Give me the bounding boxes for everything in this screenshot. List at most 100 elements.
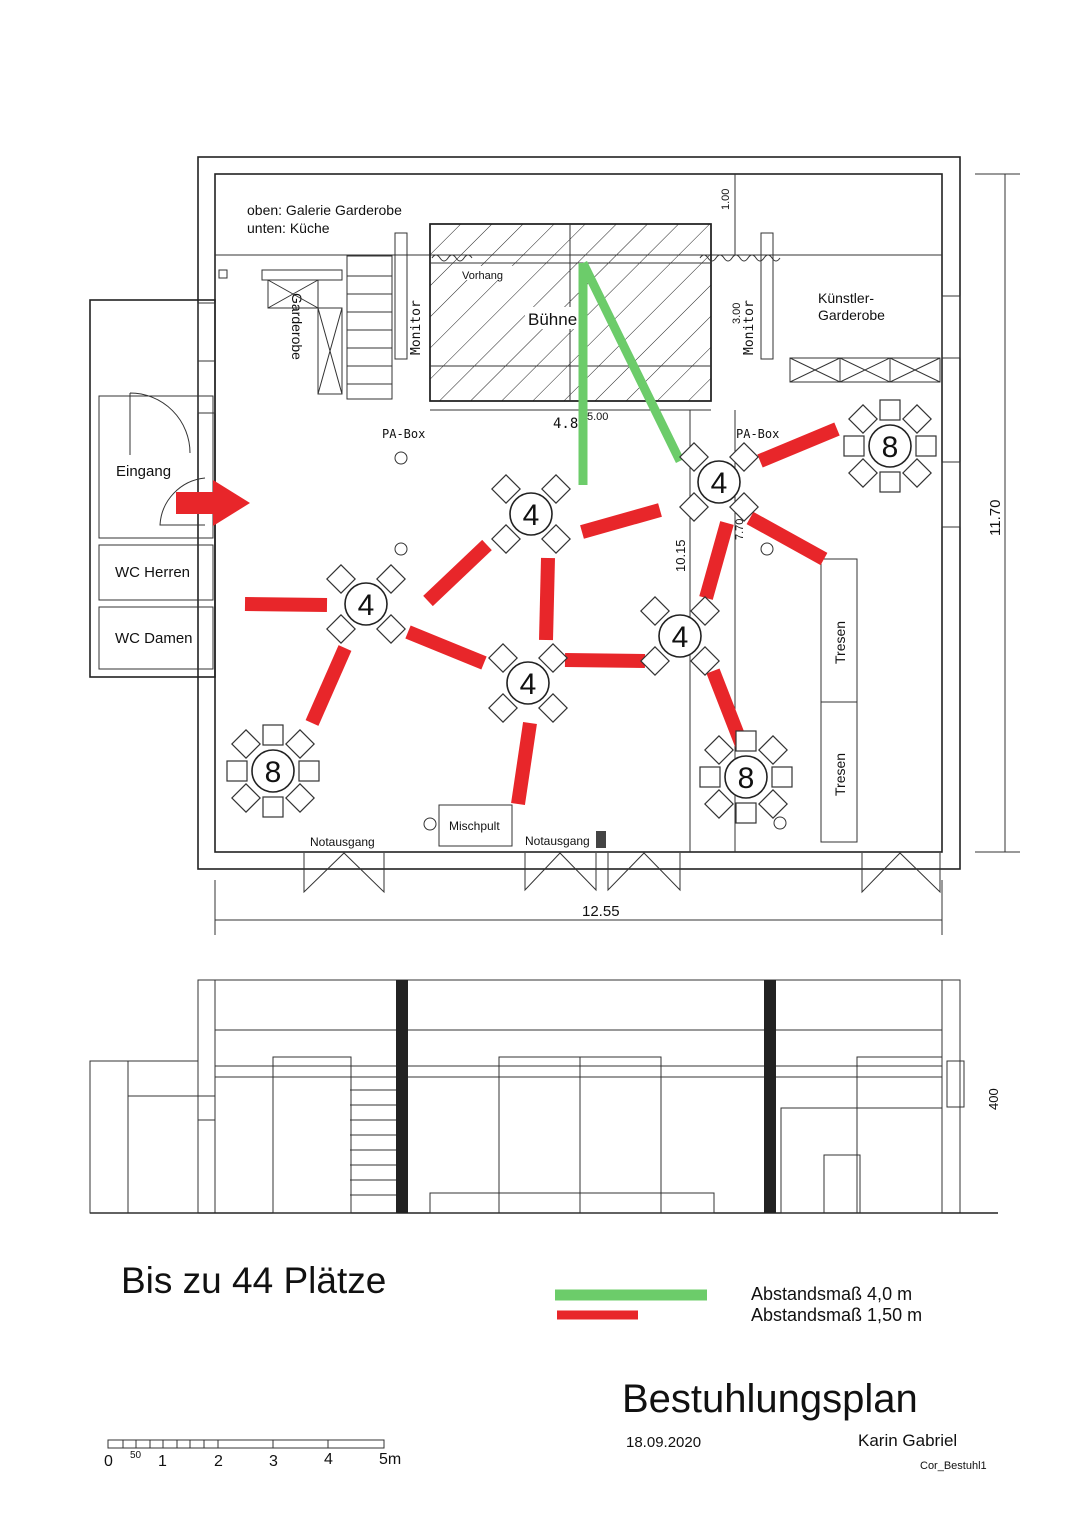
chair (491, 524, 521, 554)
chair (326, 614, 356, 644)
chair (376, 614, 406, 644)
height-dim-label: 11.70 (987, 500, 1004, 536)
chair (640, 646, 670, 676)
annex-rooms (89, 299, 216, 678)
bar-label-top: Tresen (832, 621, 848, 664)
scale-label-1: 1 (158, 1453, 167, 1470)
section-view: 400 (89, 979, 1001, 1214)
gallery-label-1: oben: Galerie Garderobe (247, 202, 402, 218)
red-marker (580, 503, 662, 539)
artist-cloakroom-2: Garderobe (818, 307, 885, 323)
monitor-right-label: Monitor (742, 300, 757, 355)
chair (231, 729, 261, 759)
table-4-seats: 4 (491, 474, 571, 554)
red-marker (539, 557, 555, 641)
wc-women-label: WC Damen (115, 630, 193, 647)
table-top (251, 749, 295, 793)
section-stairs (350, 1089, 396, 1196)
chair (298, 760, 320, 782)
table-4-seats: 4 (488, 643, 568, 723)
chair (902, 458, 932, 488)
red-marker (423, 539, 492, 607)
table-seat-count: 8 (265, 756, 282, 789)
entrance-arrow-icon (176, 480, 250, 526)
red-marker (564, 653, 646, 668)
chair (285, 729, 315, 759)
chair (704, 789, 734, 819)
scale-label-50: 50 (130, 1450, 142, 1461)
red-marker (511, 721, 537, 806)
wc-men-label: WC Herren (115, 564, 190, 581)
red-marker (305, 645, 352, 726)
scale-label-0: 0 (104, 1453, 113, 1470)
staircase (346, 255, 393, 400)
rack (789, 357, 941, 383)
monitor-left-label: Monitor (409, 300, 424, 355)
pa-box-left-label: PA-Box (382, 427, 425, 441)
mixer-point (423, 817, 437, 831)
bar-label-bottom: Tresen (832, 753, 848, 796)
stage-width-dim: 4.8 (553, 416, 578, 432)
mixer-desk (438, 804, 513, 847)
speaker-left (394, 542, 408, 556)
chair (640, 596, 670, 626)
exit-sign (596, 831, 606, 848)
emergency-exit-middle: Notausgang (525, 834, 590, 848)
distance-red-markers (244, 422, 840, 806)
speaker-right (760, 542, 774, 556)
distance-green-markers (578, 261, 685, 485)
chair (690, 596, 720, 626)
chair (538, 643, 568, 673)
chair (226, 760, 248, 782)
small-box (218, 269, 228, 279)
table-8-seats: 8 (699, 730, 793, 824)
table-8-seats: 8 (843, 399, 937, 493)
table-4-seats: 4 (640, 596, 720, 676)
chair (690, 646, 720, 676)
legend-red-label: Abstandsmaß 1,50 m (751, 1305, 922, 1325)
table-top (724, 755, 768, 799)
speaker-bottom (773, 816, 787, 830)
red-marker (699, 521, 734, 600)
table-4-seats: 4 (326, 564, 406, 644)
entrance-label: Eingang (116, 463, 171, 480)
width-dimension (214, 880, 943, 935)
section-height-dim: 400 (986, 1088, 1001, 1110)
chair (262, 796, 284, 818)
table-top (868, 424, 912, 468)
red-marker (405, 625, 487, 670)
plan-title: Bestuhlungsplan (622, 1377, 918, 1421)
chair (231, 783, 261, 813)
window-right-bottom (941, 461, 961, 528)
chair (541, 524, 571, 554)
chair (848, 458, 878, 488)
stage-mark-dim: 5.00 (587, 411, 608, 423)
plan-file: Cor_Bestuhl1 (920, 1460, 987, 1472)
chair (541, 474, 571, 504)
pa-box-right-label: PA-Box (736, 427, 779, 441)
stage-depth-dim: 3.00 (731, 303, 743, 324)
chair (729, 492, 759, 522)
table-seat-count: 4 (523, 499, 540, 532)
table-top (506, 661, 550, 705)
chair (771, 766, 793, 788)
table-top (697, 460, 741, 504)
chair (285, 783, 315, 813)
width-dim-label: 12.55 (582, 903, 620, 920)
chair (491, 474, 521, 504)
bar-counter: Tresen Tresen (820, 558, 858, 843)
red-marker (757, 422, 840, 468)
chair (758, 735, 788, 765)
green-marker (578, 261, 685, 463)
scale-label-4: 4 (324, 1451, 333, 1468)
table-top (658, 614, 702, 658)
chair (915, 435, 937, 457)
table-seat-count: 4 (358, 589, 375, 622)
chair (704, 735, 734, 765)
table-seat-count: 8 (882, 431, 899, 464)
chair (699, 766, 721, 788)
chair (326, 564, 356, 594)
stage-label: Bühne (528, 310, 577, 329)
